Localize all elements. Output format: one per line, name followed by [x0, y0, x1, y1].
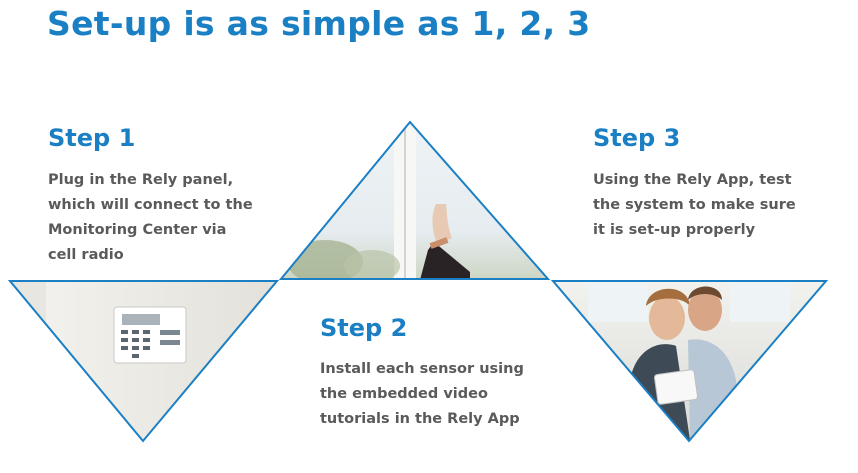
- step-1-line: cell radio: [48, 247, 124, 263]
- step-2-line: Install each sensor using: [320, 361, 524, 377]
- page-title: Set-up is as simple as 1, 2, 3: [47, 4, 591, 43]
- step-1-description: Plug in the Rely panel, which will conne…: [48, 168, 253, 268]
- step-1-title: Step 1: [48, 124, 136, 152]
- step-2-line: tutorials in the Rely App: [320, 411, 520, 427]
- step-3-title: Step 3: [593, 124, 681, 152]
- step-3-line: it is set-up properly: [593, 222, 756, 238]
- step-1-line: Plug in the Rely panel,: [48, 172, 234, 188]
- security-panel-photo: [10, 281, 277, 441]
- couple-with-tablet-photo: [553, 281, 826, 441]
- step-2-title: Step 2: [320, 314, 408, 342]
- step-2-description: Install each sensor using the embedded v…: [320, 357, 524, 432]
- step-2-line: the embedded video: [320, 386, 488, 402]
- step-3-description: Using the Rely App, test the system to m…: [593, 168, 796, 243]
- step-1-line: Monitoring Center via: [48, 222, 227, 238]
- step-1-line: which will connect to the: [48, 197, 253, 213]
- hand-on-window-sensor-photo: [281, 122, 548, 279]
- step-3-line: Using the Rely App, test: [593, 172, 792, 188]
- step-3-line: the system to make sure: [593, 197, 796, 213]
